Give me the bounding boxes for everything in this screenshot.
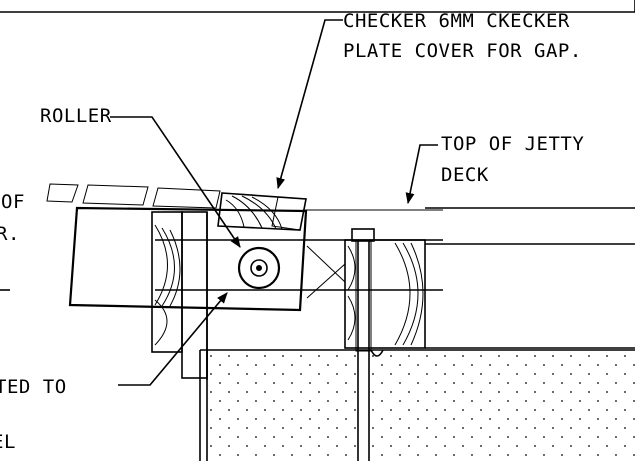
ramp-hatched-strip — [46, 183, 221, 209]
checker-leader — [276, 19, 343, 190]
top-deck-leader — [405, 144, 438, 205]
bolt — [351, 228, 384, 461]
checker-label-line2: PLATE COVER FOR GAP. — [343, 40, 582, 62]
bottom-el-label: EL — [0, 431, 16, 453]
right-timber-block — [344, 239, 426, 349]
ramp-body — [68, 206, 308, 312]
top-deck-label-line1: TOP OF JETTY — [441, 133, 584, 155]
roller-wheel — [237, 246, 281, 290]
roller-leader — [110, 116, 241, 248]
top-deck-label-line2: DECK — [441, 164, 489, 186]
left-timber-column — [151, 211, 208, 380]
left-label-of: OF — [1, 191, 25, 213]
roller-label: ROLLER — [40, 105, 112, 127]
roller-channel — [155, 209, 443, 299]
concrete-slab — [199, 349, 635, 461]
fitted-to-label: TED TO — [0, 376, 67, 398]
left-label-r: R. — [0, 223, 20, 245]
checker-label-line1: CHECKER 6MM CKECKER — [343, 10, 570, 32]
fitted-to-leader — [118, 292, 228, 386]
